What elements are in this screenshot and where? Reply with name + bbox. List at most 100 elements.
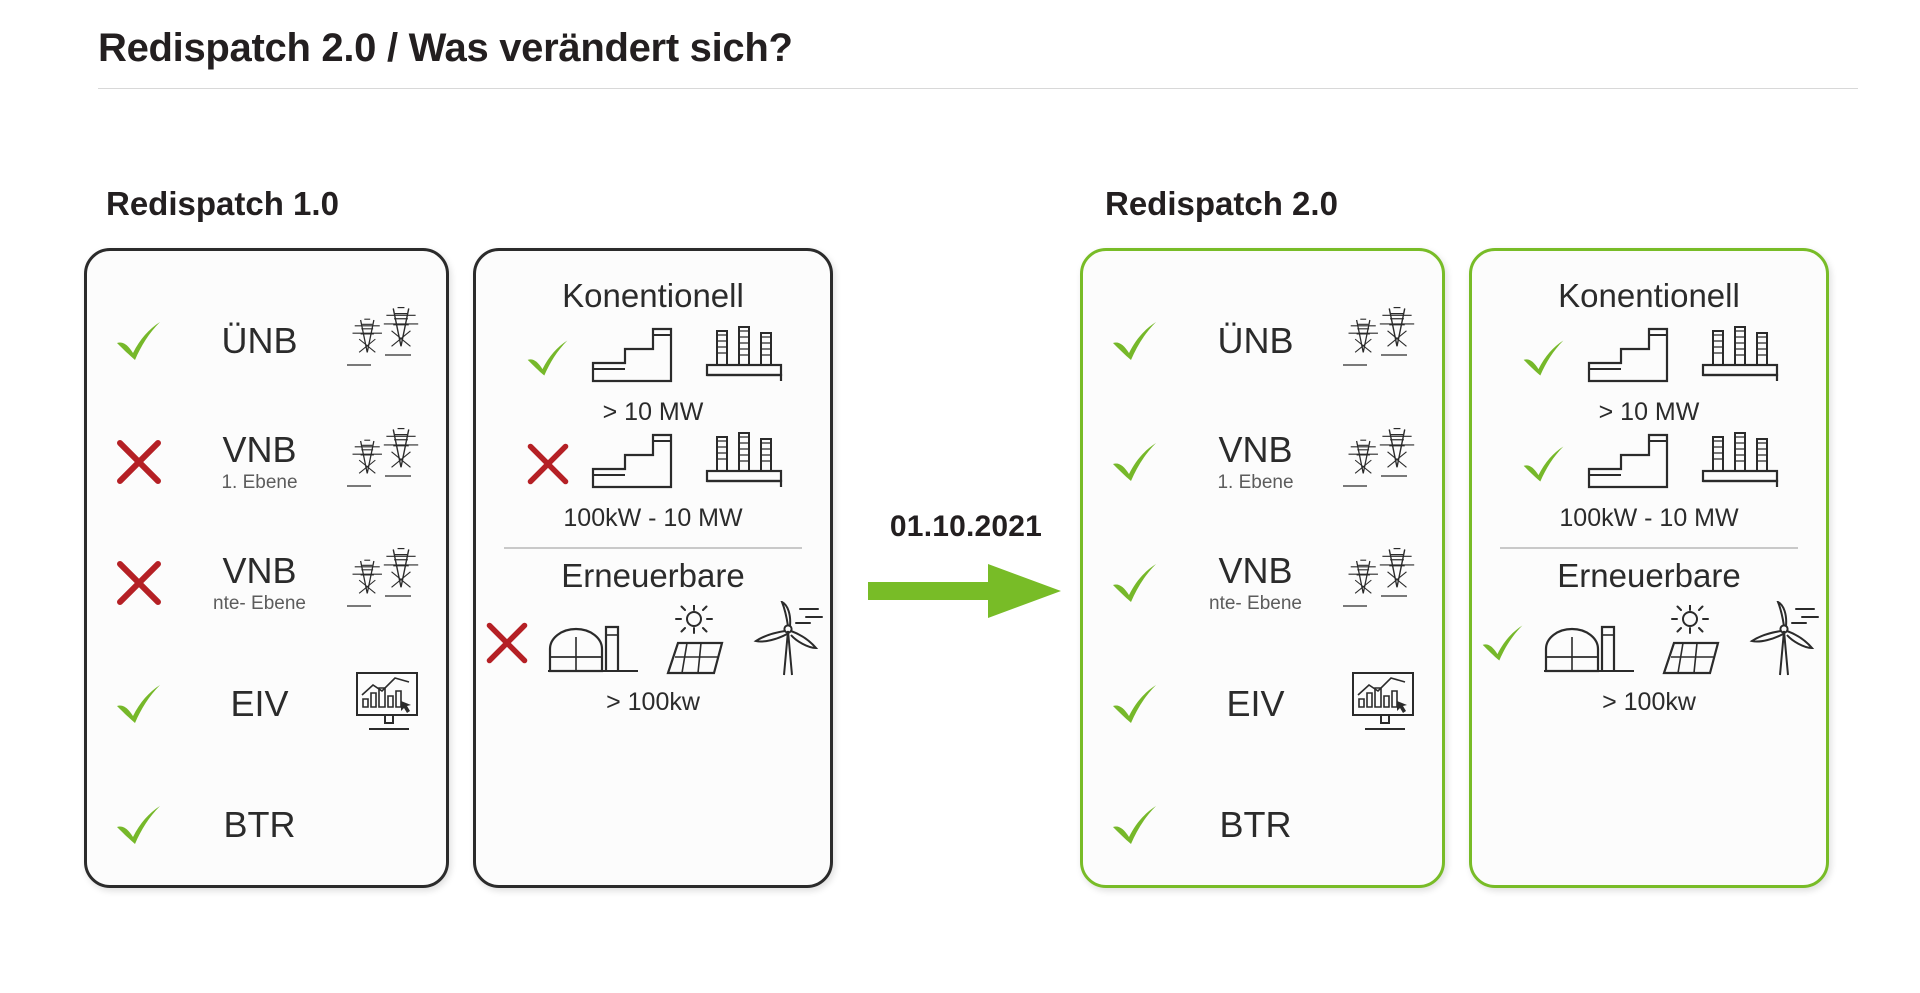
generation-row (1492, 427, 1806, 500)
check-icon (1520, 334, 1568, 382)
check-icon (1520, 440, 1568, 488)
actor-icon-slot (1340, 667, 1426, 740)
actor-labels: VNB 1. Ebene (1171, 429, 1340, 494)
generation-row (496, 427, 810, 500)
generation-caption: > 10 MW (1598, 398, 1700, 426)
generation-entry: > 100kw (486, 599, 823, 717)
actor-labels: BTR (175, 803, 344, 845)
power-pylons-icon (1341, 303, 1425, 380)
conventional-title: Konentionell (1558, 277, 1740, 314)
actor-labels: VNB nte- Ebene (175, 552, 344, 614)
generation-sections: Konentionell > 10 (1472, 251, 1826, 885)
slide-header: Redispatch 2.0 / Was verändert sich? (98, 26, 1858, 89)
actor-name: BTR (223, 803, 296, 845)
actor-sublabel: nte- Ebene (213, 592, 306, 614)
actor-name: VNB (1218, 429, 1293, 471)
check-icon (1109, 436, 1161, 488)
generation-status-mark (1474, 619, 1532, 667)
cross-icon (113, 557, 165, 609)
actor-sublabel: 1. Ebene (1217, 472, 1294, 494)
factory-icon (1583, 323, 1675, 394)
actor-icon-slot (344, 303, 430, 380)
actor-row: VNB nte- Ebene (1099, 537, 1426, 629)
factory-icon (1583, 429, 1675, 500)
actor-status-mark (103, 557, 175, 609)
actor-status-mark (103, 678, 175, 730)
generation-entry: > 100kw (1482, 599, 1819, 717)
generation-caption: 100kW - 10 MW (1559, 504, 1739, 532)
actor-name: VNB (222, 429, 297, 471)
generation-caption: > 100kw (1602, 688, 1696, 716)
page-title: Redispatch 2.0 / Was verändert sich? (98, 26, 793, 70)
generation-entry: > 10 MW (1492, 321, 1806, 427)
cross-icon (524, 440, 572, 488)
actor-icon-slot (1340, 544, 1426, 621)
actor-status-mark (1099, 799, 1171, 851)
actor-icon-slot (344, 667, 430, 740)
section-divider (1500, 547, 1798, 549)
actor-status-mark (1099, 436, 1171, 488)
actor-icon-slot (344, 424, 430, 501)
power-pylons-icon (345, 303, 429, 380)
actor-labels: BTR (1171, 803, 1340, 845)
actor-icon-slot (344, 544, 430, 621)
actor-row: VNB 1. Ebene (103, 416, 430, 508)
cross-icon (483, 619, 531, 667)
actor-row: VNB 1. Ebene (1099, 416, 1426, 508)
actor-labels: EIV (175, 682, 344, 724)
wind-turbine-icon (748, 599, 828, 684)
factory-icon (587, 429, 679, 500)
actor-sublabel: nte- Ebene (1209, 592, 1302, 614)
power-pylons-icon (345, 544, 429, 621)
generation-row (496, 321, 810, 394)
conventional-title: Konentionell (562, 277, 744, 314)
generation-row (1482, 599, 1819, 684)
generation-card-redispatch-1: Konentionell > 10 (473, 248, 833, 888)
generation-caption: 100kW - 10 MW (563, 504, 743, 532)
actor-name: ÜNB (221, 320, 298, 362)
actor-sublabel: 1. Ebene (221, 472, 298, 494)
renewable-title: Erneuerbare (1557, 557, 1741, 594)
actor-status-mark (103, 436, 175, 488)
generation-card-redispatch-2: Konentionell > 10 (1469, 248, 1829, 888)
generation-caption: > 10 MW (602, 398, 704, 426)
actor-name: EIV (230, 682, 289, 724)
factory-icon (587, 323, 679, 394)
generation-entry: > 10 MW (496, 321, 810, 427)
actor-name: BTR (1219, 803, 1292, 845)
generation-status-mark (1515, 440, 1573, 488)
check-icon (113, 799, 165, 851)
actor-row: ÜNB (1099, 295, 1426, 387)
power-plant-icon (1697, 427, 1783, 500)
power-pylons-icon (345, 424, 429, 501)
actor-list: ÜNB VNB 1. Ebene (1083, 251, 1442, 885)
transition-block: 01.10.2021 (866, 510, 1066, 625)
power-pylons-icon (1341, 544, 1425, 621)
generation-status-mark (478, 619, 536, 667)
monitor-chart-icon (1345, 667, 1421, 740)
generation-status-mark (1515, 334, 1573, 382)
actor-labels: ÜNB (175, 323, 344, 359)
actor-name: ÜNB (1217, 320, 1294, 362)
actor-row: BTR (1099, 779, 1426, 871)
generation-icon-group (1583, 427, 1783, 500)
actor-status-mark (1099, 678, 1171, 730)
group-label-redispatch-1: Redispatch 1.0 (106, 185, 339, 222)
check-icon (113, 678, 165, 730)
actor-status-mark (1099, 315, 1171, 367)
monitor-chart-icon (349, 667, 425, 740)
actor-labels: VNB nte- Ebene (1171, 552, 1340, 614)
power-plant-icon (1697, 321, 1783, 394)
solar-panel-icon (654, 604, 734, 684)
solar-panel-icon (1650, 604, 1730, 684)
actor-row: EIV (1099, 658, 1426, 750)
biogas-icon (546, 609, 640, 684)
check-icon (1109, 315, 1161, 367)
arrow-right-icon (866, 562, 1066, 625)
generation-row (1492, 321, 1806, 394)
generation-icon-group (1583, 321, 1783, 394)
actor-list: ÜNB VNB 1. Ebene (87, 251, 446, 885)
group-label-redispatch-2: Redispatch 2.0 (1105, 185, 1338, 222)
generation-sections: Konentionell > 10 (476, 251, 830, 885)
